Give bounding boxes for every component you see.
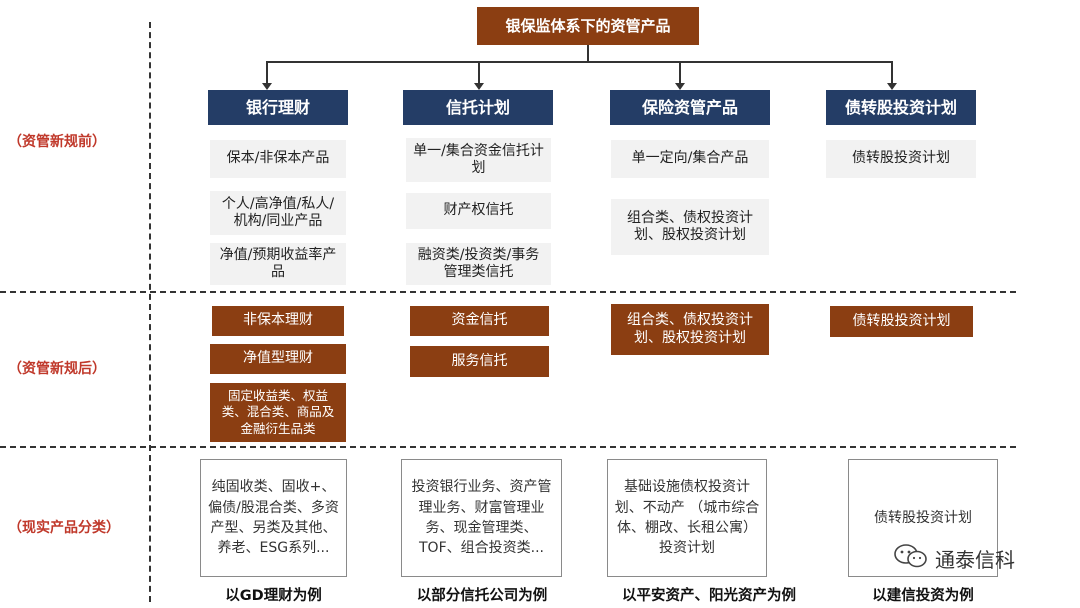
wechat-icon [893, 542, 929, 575]
dashed-divider-1 [0, 291, 1016, 293]
connector-drop-1 [266, 61, 268, 83]
dashed-vertical-divider [149, 22, 151, 602]
current-insurance-box: 基础设施债权投资计划、不动产 （城市综合体、棚改、长租公寓） 投资计划 [607, 459, 767, 577]
arrow-2 [474, 83, 484, 90]
current-bank-box: 纯固收类、固收+、偏债/股混合类、多资产型、另类及其他、养老、ESG系列... [200, 459, 347, 577]
before-trust-item-1: 单一/集合资金信托计划 [406, 138, 551, 182]
before-debt-equity-item-1: 债转股投资计划 [826, 140, 976, 178]
after-debt-equity-item-1: 债转股投资计划 [830, 306, 973, 337]
dashed-divider-2 [0, 446, 1016, 448]
example-label-insurance: 以平安资产、阳光资产为例 [622, 588, 796, 604]
after-trust-item-2: 服务信托 [410, 346, 549, 377]
before-insurance-item-2: 组合类、债权投资计划、股权投资计划 [611, 199, 769, 255]
before-insurance-item-1: 单一定向/集合产品 [611, 140, 769, 178]
after-insurance-item-1: 组合类、债权投资计划、股权投资计划 [611, 304, 769, 355]
after-bank-item-2: 净值型理财 [210, 344, 346, 374]
category-header-bank: 银行理财 [208, 90, 348, 125]
arrow-3 [675, 83, 685, 90]
before-bank-item-3: 净值/预期收益率产品 [210, 243, 346, 285]
connector-trunk [587, 45, 589, 62]
top-title: 银保监体系下的资管产品 [477, 7, 699, 45]
connector-drop-2 [478, 61, 480, 83]
connector-drop-3 [679, 61, 681, 83]
before-trust-item-3: 融资类/投资类/事务管理类信托 [406, 243, 551, 285]
arrow-1 [262, 83, 272, 90]
arrow-4 [887, 83, 897, 90]
connector-bar [266, 61, 893, 63]
after-trust-item-1: 资金信托 [410, 306, 549, 336]
category-header-trust: 信托计划 [403, 90, 553, 125]
row-label-after: （资管新规后） [8, 361, 106, 377]
current-trust-box: 投资银行业务、资产管理业务、财富管理业务、现金管理类、TOF、组合投资类... [401, 459, 562, 577]
after-bank-item-3: 固定收益类、权益类、混合类、商品及金融衍生品类 [210, 383, 346, 442]
category-header-debt-equity: 债转股投资计划 [826, 90, 976, 125]
row-label-current: （现实产品分类） [8, 520, 120, 536]
example-label-trust: 以部分信托公司为例 [416, 588, 548, 604]
watermark-text: 通泰信科 [935, 548, 1015, 572]
connector-drop-4 [891, 61, 893, 83]
before-bank-item-1: 保本/非保本产品 [210, 140, 346, 178]
category-header-insurance: 保险资管产品 [610, 90, 770, 125]
example-label-bank: 以GD理财为例 [225, 588, 322, 604]
row-label-before: （资管新规前） [8, 134, 106, 150]
watermark: 通泰信科 [893, 542, 1015, 575]
before-bank-item-2: 个人/高净值/私人/机构/同业产品 [210, 191, 346, 235]
before-trust-item-2: 财产权信托 [406, 193, 551, 229]
after-bank-item-1: 非保本理财 [212, 306, 344, 336]
example-label-debt-equity: 以建信投资为例 [872, 588, 974, 604]
